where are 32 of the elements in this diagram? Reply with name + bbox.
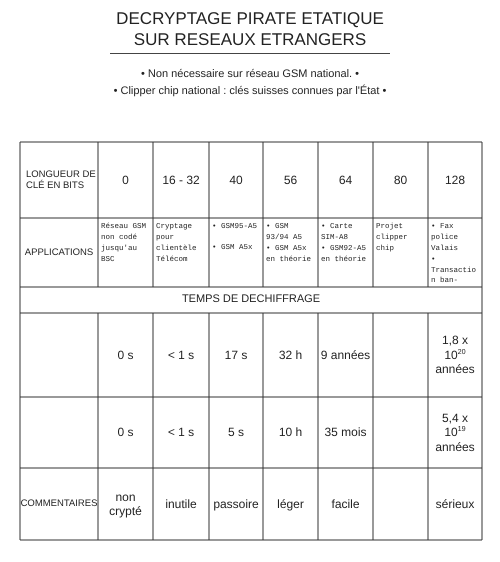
column-header: 128 (444, 172, 466, 188)
cell-text: léger (277, 496, 304, 512)
column-header: 40 (229, 172, 243, 188)
column-header: 0 (122, 172, 129, 188)
cell-text: 17 s (224, 348, 248, 362)
cell-text: sérieux (436, 496, 474, 512)
column-header: 80 (394, 172, 408, 188)
note-text: • Non nécessaire sur réseau GSM national. • (140, 68, 360, 80)
note-text: • Clipper chip national : clés suisses connues par l'État • (112, 85, 388, 97)
cell-text: 9 années (320, 348, 370, 362)
row-header: COMMENTAIRES (20, 498, 98, 510)
row-header: APPLICATIONS (24, 246, 94, 258)
row-header: LONGUEUR DE CLÉ EN BITS (25, 168, 96, 192)
title: DECRYPTAGE PIRATE ETATIQUE SUR RESEAUX ETRANGERS (110, 8, 390, 54)
cell-text: < 1 s (168, 425, 194, 440)
cell-text: 0 s (117, 348, 134, 362)
column-header: 56 (284, 172, 298, 188)
cell-text: 32 h (278, 348, 302, 362)
cell-text: 5 s (228, 425, 244, 440)
column-header: 16 - 32 (162, 172, 200, 188)
cell-text: 0 s (117, 425, 134, 440)
cell-text: 1,8 x 10$^{20}$ années (434, 333, 476, 377)
cell-text: passoire (213, 496, 259, 512)
cell-text: 35 mois (324, 425, 367, 440)
section-header: TEMPS DE DECHIFFRAGE (182, 293, 320, 307)
cell-text: inutile (165, 496, 197, 512)
cell-text: < 1 s (168, 348, 194, 362)
column-header: 64 (338, 172, 352, 188)
cell-text: 10 h (278, 425, 302, 440)
cell-text: non crypté (108, 490, 143, 518)
cell-text: 5,4 x 10$^{19}$ années (434, 410, 476, 454)
cell-text: facile (331, 496, 360, 512)
